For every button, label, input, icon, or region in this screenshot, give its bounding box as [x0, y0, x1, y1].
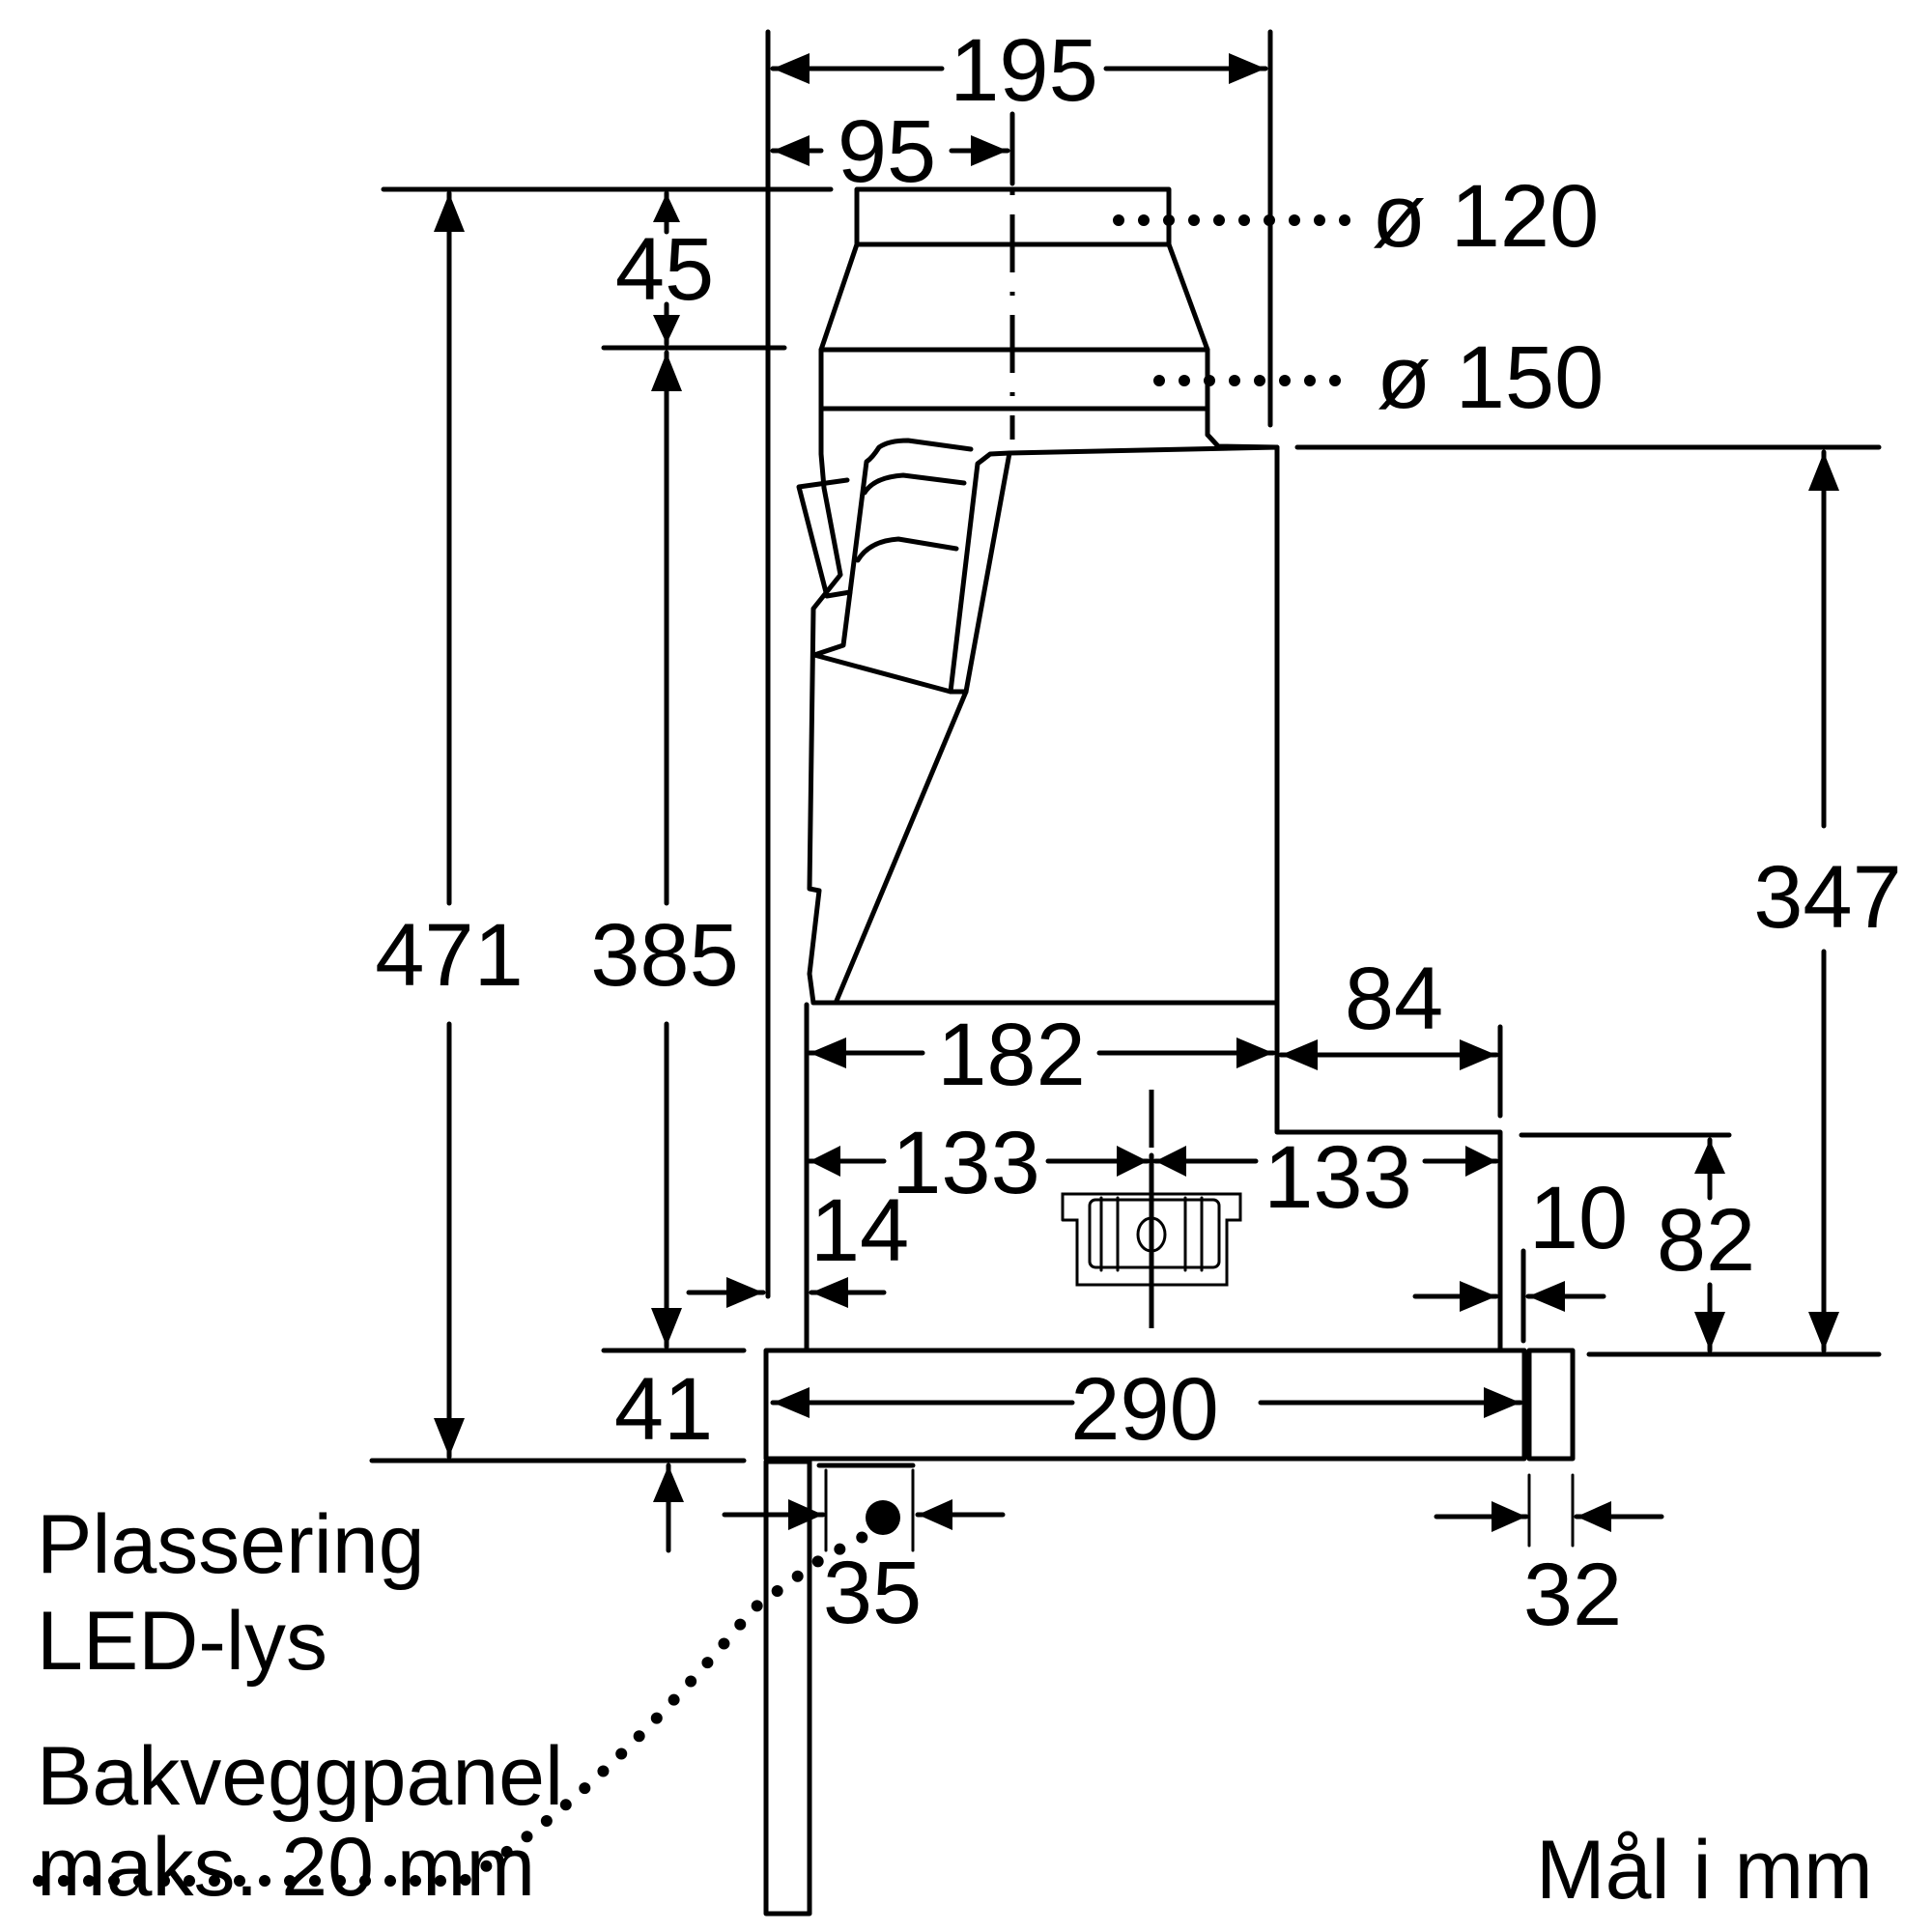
extension-lines	[369, 29, 1882, 1552]
wall	[763, 29, 812, 1917]
dim-84: 84	[1345, 950, 1443, 1048]
dim-471: 471	[375, 906, 524, 1005]
led-dot-icon	[866, 1500, 900, 1535]
dim-32: 32	[1523, 1546, 1622, 1644]
dim-133-right: 133	[1264, 1128, 1412, 1227]
dim-14: 14	[810, 1181, 909, 1280]
dim-182: 182	[937, 1006, 1086, 1104]
front-panel	[1526, 1348, 1576, 1462]
led-light	[816, 1463, 916, 1535]
motor-icon	[1061, 1090, 1242, 1328]
arrowheads	[434, 53, 1839, 1532]
unit-note: Mål i mm	[1536, 1824, 1873, 1917]
dim-10: 10	[1529, 1169, 1628, 1267]
dim-41: 41	[614, 1360, 713, 1459]
duct-connector	[818, 186, 1280, 450]
diameter-150: ø 150	[1377, 328, 1604, 427]
dim-385: 385	[590, 906, 739, 1005]
dim-82: 82	[1657, 1191, 1755, 1290]
panel-label-line1: Bakveggpanel	[37, 1730, 563, 1823]
dim-95: 95	[838, 102, 936, 201]
dim-35: 35	[823, 1544, 922, 1642]
dim-290: 290	[1070, 1360, 1219, 1459]
panel-label-line2: maks. 20 mm	[37, 1821, 535, 1914]
led-label-line1: Plassering	[37, 1498, 425, 1591]
dim-45: 45	[615, 220, 714, 319]
hood-body	[796, 406, 1280, 1006]
front-strip	[763, 1348, 1527, 1462]
telescopic-drawer	[763, 1000, 1576, 1462]
back-panel	[763, 1459, 812, 1917]
led-label-line2: LED-lys	[37, 1595, 327, 1688]
dim-347: 347	[1753, 848, 1902, 947]
dim-133-left: 133	[892, 1114, 1040, 1212]
diameter-120: ø 120	[1372, 167, 1599, 266]
dim-195: 195	[950, 21, 1098, 120]
